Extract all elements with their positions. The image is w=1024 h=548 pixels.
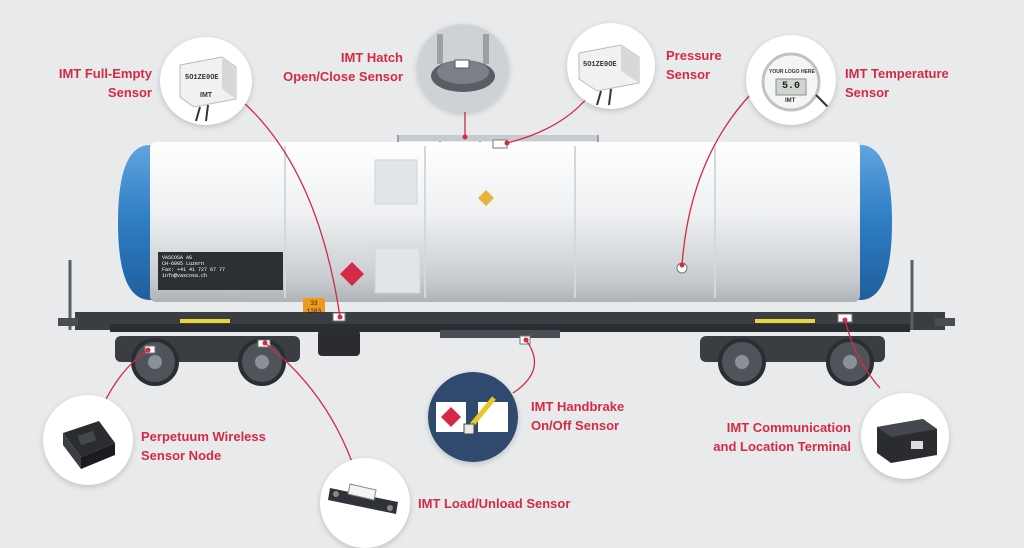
- connector-load-unload: [264, 342, 353, 463]
- box-sensor-icon: [179, 56, 237, 122]
- hatch-sensor-image: [417, 24, 509, 112]
- temperature-sensor-image: YOUR LOGO HERE 5.0 IMT: [746, 35, 836, 125]
- brand-logo: IMT: [785, 98, 796, 104]
- wireless-node-icon: [63, 421, 115, 469]
- brand-logo: IMT: [200, 92, 213, 99]
- bogie-right: [700, 336, 885, 386]
- connector-handbrake: [512, 339, 535, 394]
- terminal-icon: [877, 419, 937, 463]
- handbrake-sensor-icon: [428, 372, 518, 462]
- hatch-sensor-icon: [417, 24, 509, 112]
- pressure-sensor-icon: [578, 44, 640, 106]
- connector-full-empty: [242, 101, 341, 318]
- underframe: [58, 260, 955, 356]
- temperature-sensor-icon: [761, 52, 831, 112]
- connector-temperature: [681, 94, 751, 266]
- handbrake-sensor-image: [428, 372, 518, 462]
- tank-wagon-diagram: VASCOSA AG CH-6005 Luzern Fax: +41 41 72…: [43, 23, 955, 548]
- temperature-logo-text: YOUR LOGO HERE: [769, 69, 815, 75]
- owner-plate-text: VASCOSA AG CH-6005 Luzern Fax: +41 41 72…: [162, 255, 226, 279]
- label-load-unload-sensor: IMT Load/Unload Sensor: [418, 496, 571, 511]
- pressure-display: 5O1ZE0OE: [583, 61, 617, 69]
- connector-dots: [145, 134, 848, 353]
- load-unload-sensor-image: [320, 458, 410, 548]
- connector-pressure: [506, 96, 589, 144]
- hazard-diamond: [340, 190, 494, 286]
- pressure-sensor-image: 5O1ZE0OE: [567, 23, 655, 109]
- wagon-code: 33 TEN: [224, 286, 243, 292]
- perpetuum-sensor-image: [43, 395, 133, 485]
- load-sensor-icon: [328, 483, 398, 514]
- connector-lines: [99, 94, 881, 463]
- hazard-plate-text: 33 1203: [306, 300, 322, 315]
- owner-plate: [158, 252, 283, 290]
- full-empty-sensor-image: 5O1ZE0OE IMT: [160, 37, 252, 125]
- temperature-reading: 5.0: [782, 81, 801, 92]
- connector-communication: [844, 319, 881, 389]
- full-empty-display: 5O1ZE0OE: [185, 74, 219, 82]
- communication-terminal-image: [861, 393, 949, 479]
- bogie-left: [115, 336, 300, 386]
- tank-wagon-illustration: [58, 94, 955, 463]
